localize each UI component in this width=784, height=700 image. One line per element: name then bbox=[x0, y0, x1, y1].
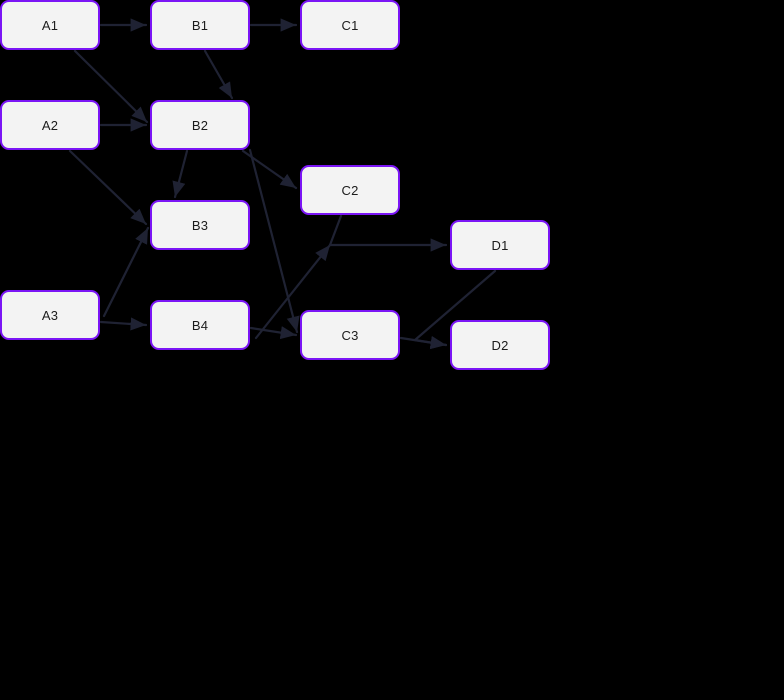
node-c3[interactable]: C3 bbox=[300, 310, 400, 360]
node-a2[interactable]: A2 bbox=[0, 100, 100, 150]
node-label: B4 bbox=[191, 317, 209, 333]
node-d1[interactable]: D1 bbox=[450, 220, 550, 270]
edge-a2-to-b3 bbox=[68, 149, 148, 226]
edge-b2-to-c3 bbox=[248, 148, 300, 334]
edge-a1-to-b2 bbox=[73, 49, 149, 124]
edge-a3-to-b4 bbox=[99, 317, 148, 331]
edge-b2-to-b3 bbox=[172, 149, 189, 199]
node-a3[interactable]: A3 bbox=[0, 290, 100, 340]
node-label: C2 bbox=[341, 182, 359, 198]
node-label: C3 bbox=[341, 327, 359, 343]
edge-d1-to-d2 bbox=[413, 269, 497, 350]
node-a1[interactable]: A1 bbox=[0, 0, 100, 50]
node-label: A2 bbox=[41, 117, 59, 133]
edge-b1-to-b2 bbox=[203, 49, 234, 100]
node-label: B2 bbox=[191, 117, 209, 133]
node-b1[interactable]: B1 bbox=[150, 0, 250, 50]
node-b4[interactable]: B4 bbox=[150, 300, 250, 350]
node-label: C1 bbox=[341, 17, 359, 33]
node-b3[interactable]: B3 bbox=[150, 200, 250, 250]
node-b2[interactable]: B2 bbox=[150, 100, 250, 150]
node-label: B3 bbox=[191, 217, 209, 233]
node-d2[interactable]: D2 bbox=[450, 320, 550, 370]
node-label: A3 bbox=[41, 307, 59, 323]
edge-c2-to-d1 bbox=[328, 214, 448, 252]
edge-b4-to-c3 bbox=[249, 326, 298, 340]
edge-b4-to-d1 bbox=[254, 243, 332, 340]
edges-group bbox=[68, 18, 497, 350]
node-label: D2 bbox=[491, 337, 509, 353]
node-label: B1 bbox=[191, 17, 209, 33]
node-label: A1 bbox=[41, 17, 59, 33]
node-c1[interactable]: C1 bbox=[300, 0, 400, 50]
edge-a3-to-b3 bbox=[102, 226, 150, 318]
node-label: D1 bbox=[491, 237, 509, 253]
node-c2[interactable]: C2 bbox=[300, 165, 400, 215]
